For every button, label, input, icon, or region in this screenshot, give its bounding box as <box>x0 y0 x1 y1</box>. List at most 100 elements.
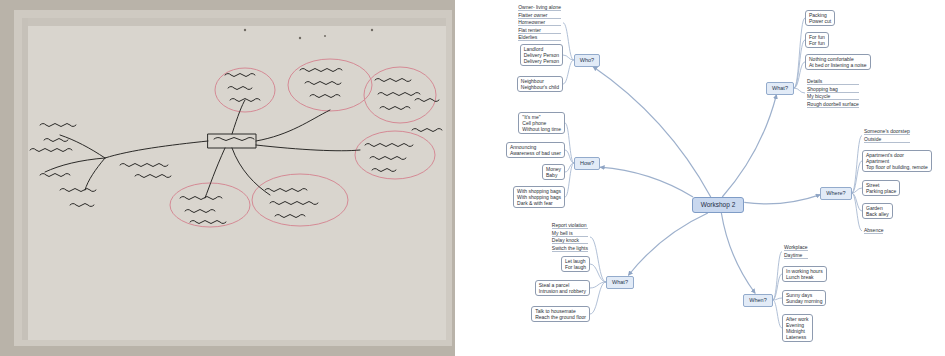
node-text: Delay knock <box>552 237 588 244</box>
item-group: In working hoursLunch break <box>782 266 827 282</box>
connector <box>794 88 805 93</box>
node-text: Back alley <box>866 211 889 217</box>
connector <box>593 67 711 198</box>
connector <box>852 193 862 231</box>
node-text: Apartment's door <box>866 152 928 158</box>
node-text: Absence <box>864 227 883 234</box>
connector <box>852 136 862 194</box>
item-group: Let laughFor laugh <box>561 256 590 272</box>
connector <box>852 161 862 193</box>
node-text: Garden <box>866 205 889 211</box>
item-group: NeighbourNeighbour's child <box>517 76 563 92</box>
item-list: Owner- living aloneFlatter ownerHomeowne… <box>516 4 563 42</box>
node-text: Details <box>807 78 859 85</box>
node-text: For fun <box>809 40 825 46</box>
node-text: What? <box>772 85 788 92</box>
node-text: Evening <box>786 322 809 328</box>
node-text: Apartment <box>866 158 928 164</box>
connector <box>794 40 805 88</box>
item-group: Nothing comfortableAt bed or listening a… <box>805 54 871 70</box>
item-group: Apartment's doorApartmentTop floor of bu… <box>862 150 932 172</box>
connector <box>628 213 708 276</box>
node-text: Neighbour <box>521 78 559 84</box>
node-text: Sunday morning <box>786 298 822 304</box>
node-text: At bed or listening a noise <box>809 62 867 68</box>
node-text: Intrusion and robbery <box>539 288 586 294</box>
node-text: When? <box>749 297 766 304</box>
node-text: Without long time <box>522 126 561 132</box>
node-text: Awareness of bad user <box>510 150 561 156</box>
item-group: MoneyBaby <box>542 164 565 180</box>
node-text: Who? <box>580 57 594 64</box>
node-text: Sunny days <box>786 292 822 298</box>
item-group: PackingPower cut <box>805 10 835 26</box>
node-text: Homeowner <box>518 19 561 26</box>
node-text: Lateness <box>786 334 809 340</box>
item-group: StreetParking place <box>862 180 900 196</box>
node-text: Workplace <box>784 244 808 251</box>
branch-topic: What? <box>766 82 794 95</box>
connector <box>773 252 782 301</box>
connector <box>563 60 574 84</box>
node-text: Report violation <box>552 222 588 229</box>
connector <box>563 55 574 60</box>
item-group: For funFor fun <box>805 32 829 48</box>
node-text: Power cut <box>809 18 831 24</box>
node-text: Steal a parcel <box>539 282 586 288</box>
connector <box>590 282 606 314</box>
node-text: After work <box>786 316 809 322</box>
item-group: GardenBack alley <box>862 203 893 219</box>
item-list: Absence <box>862 227 885 235</box>
item-group: "It's me"Cell phoneWithout long time <box>518 112 565 134</box>
node-text: Neighbour's child <box>521 84 559 90</box>
connector <box>744 195 820 204</box>
node-text: Daytime <box>784 252 808 259</box>
connector <box>721 213 755 294</box>
connector <box>563 23 574 60</box>
connector <box>590 264 606 282</box>
connector <box>794 18 805 88</box>
node-text: For laugh <box>565 264 586 270</box>
connector <box>794 62 805 88</box>
node-text: Top floor of building, remote <box>866 164 928 170</box>
branch-topic: What? <box>606 276 634 289</box>
node-text: In working hours <box>786 268 823 274</box>
item-list: DetailsShopping bagMy bicycleRough doorb… <box>805 78 861 108</box>
node-text: Talk to housemate <box>535 308 586 314</box>
node-text: Money <box>546 166 561 172</box>
node-text: Announcing <box>510 144 561 150</box>
node-text: Packing <box>809 12 831 18</box>
connector <box>565 150 574 163</box>
branch-topic: Where? <box>820 187 851 200</box>
node-text: Workshop 2 <box>701 201 736 209</box>
item-list: WorkplaceDaytime <box>782 244 810 259</box>
item-group: With shopping bagsWith shopping bagsDark… <box>513 186 565 208</box>
branch-topic: When? <box>743 294 772 307</box>
whiteboard-photo <box>0 0 455 356</box>
central-topic: Workshop 2 <box>692 197 745 213</box>
node-text: Flatter owner <box>518 12 561 19</box>
node-text: Rough doorbell surface <box>807 101 859 108</box>
node-text: Nothing comfortable <box>809 56 867 62</box>
node-text: Delivery Person <box>524 58 559 64</box>
branch-topic: How? <box>574 157 600 170</box>
node-text: With shopping bags <box>517 188 561 194</box>
node-text: Midnight <box>786 328 809 334</box>
connector <box>590 237 606 282</box>
node-text: Baby <box>546 172 561 178</box>
branch-topic: Who? <box>574 54 600 67</box>
node-text: Outside <box>864 136 910 143</box>
item-group: LandlordDelivery PersonDelivery Person <box>520 44 563 66</box>
node-text: With shopping bags <box>517 194 561 200</box>
node-text: My bicycle <box>807 93 859 100</box>
node-text: Cell phone <box>522 120 561 126</box>
node-text: Dark & with fear <box>517 200 561 206</box>
connector <box>773 274 782 300</box>
node-text: Flat renter <box>518 27 561 34</box>
node-text: Shopping bag <box>807 86 859 93</box>
node-text: Where? <box>826 190 845 197</box>
item-group: Talk to housemateReach the ground floor <box>531 306 590 322</box>
item-list: Someone's doorstepOutside <box>862 128 912 143</box>
